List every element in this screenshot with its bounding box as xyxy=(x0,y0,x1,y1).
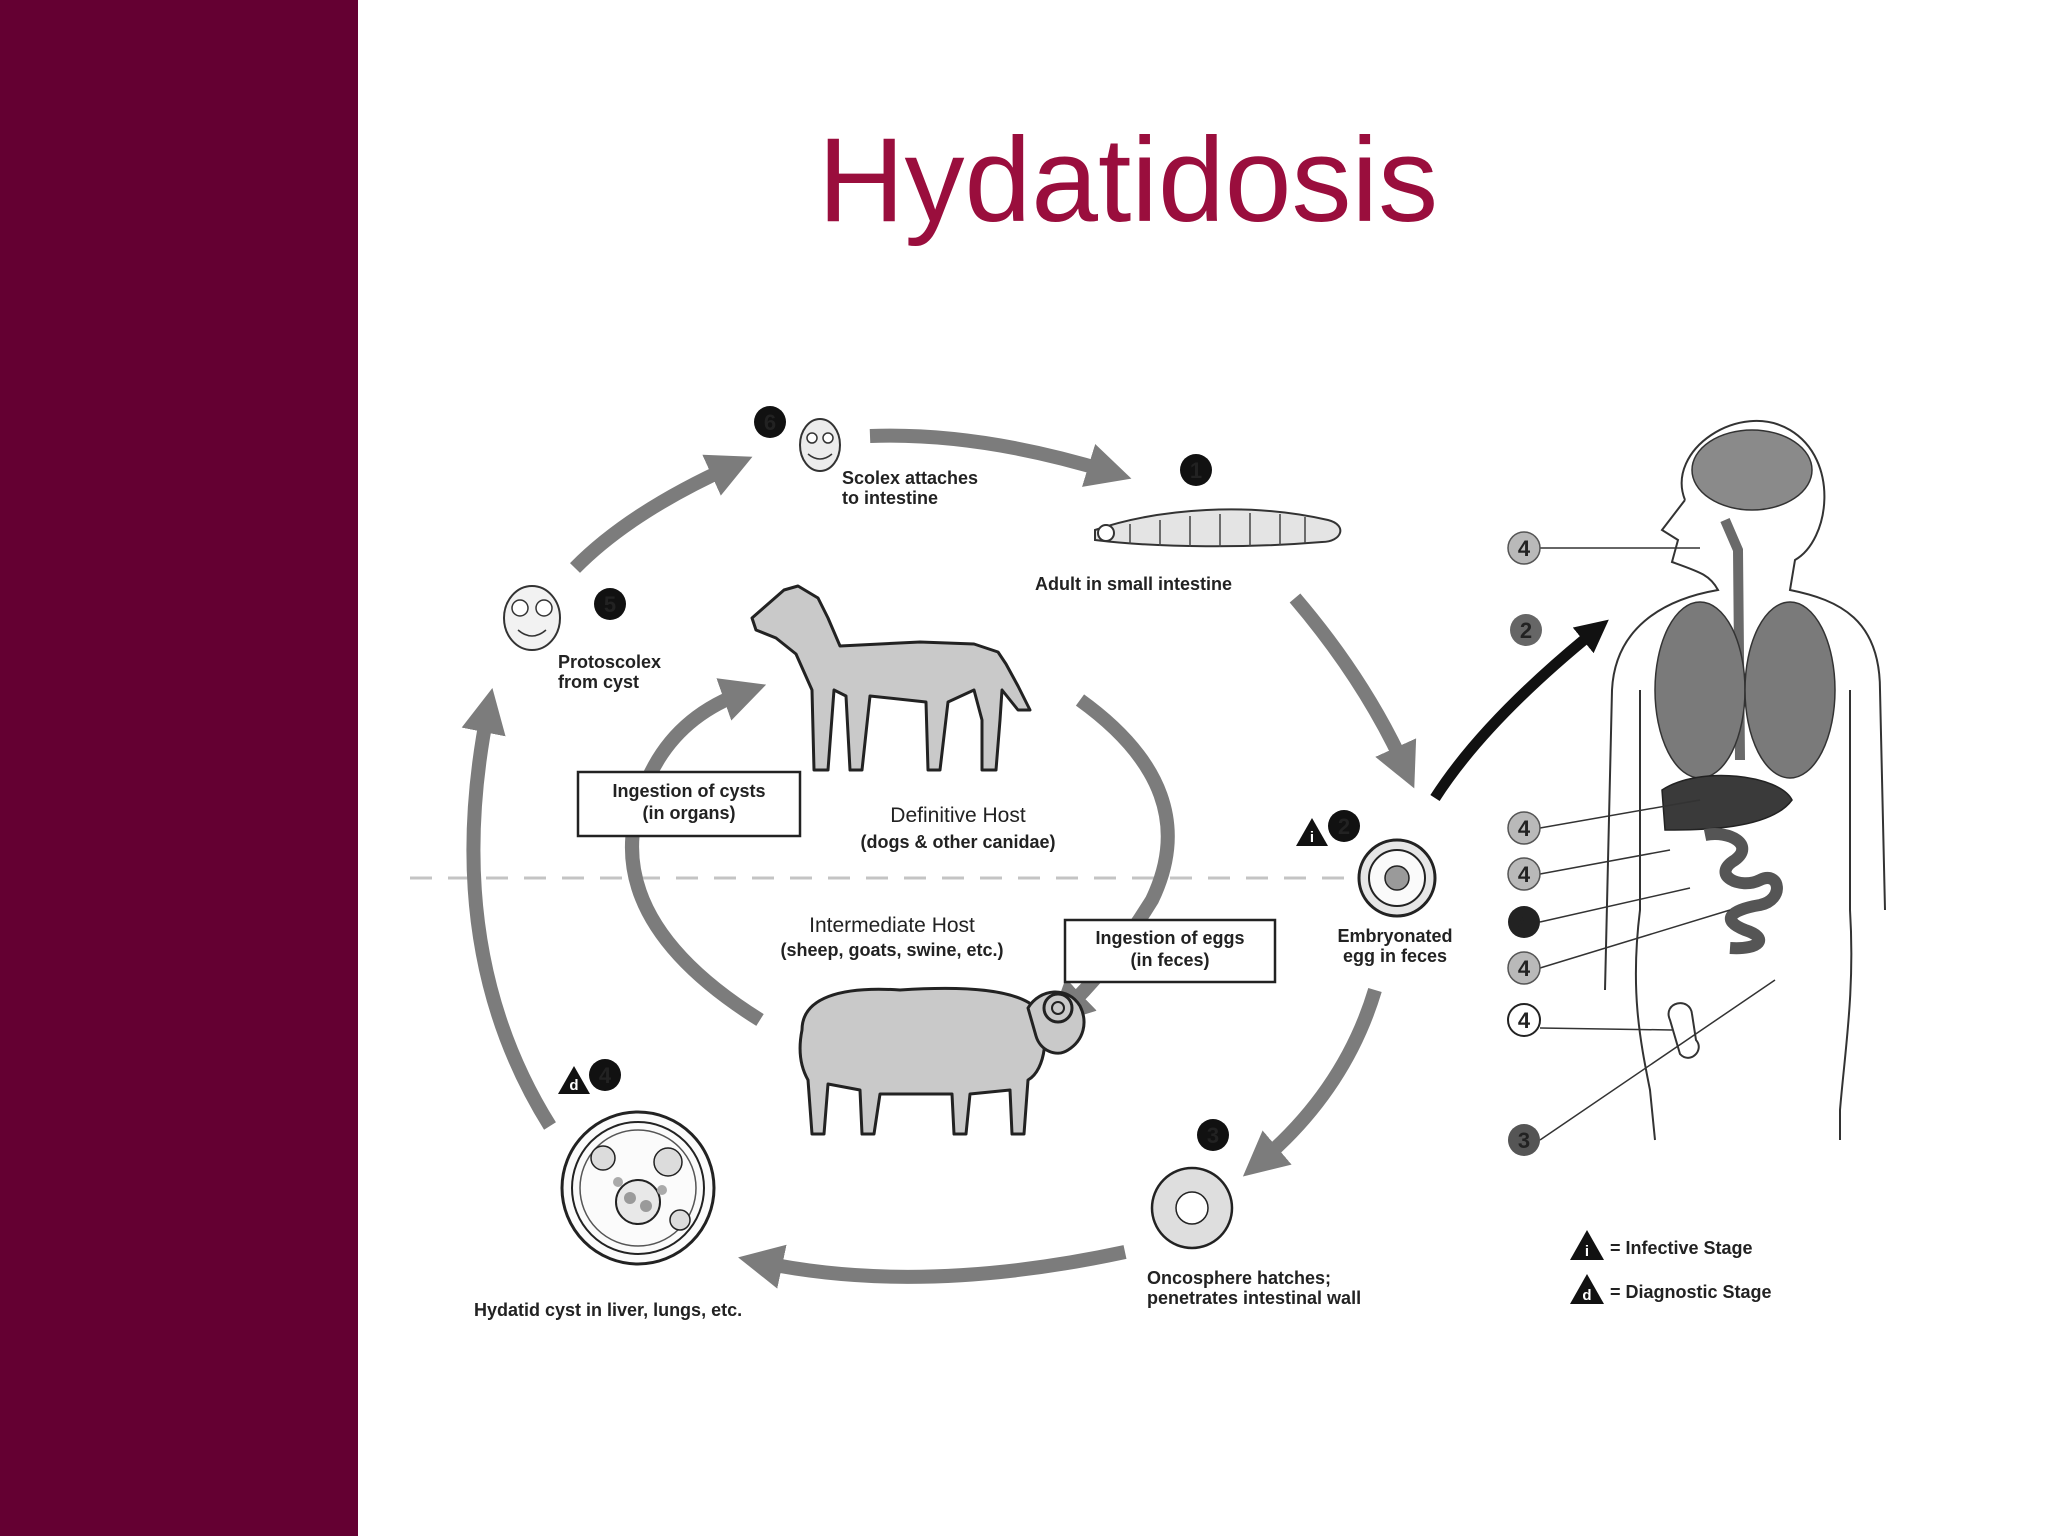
scolex-illustration xyxy=(799,418,841,472)
step-4-hydatid-cyst: d 4 Hydatid cyst in liver, lungs, etc. xyxy=(474,1059,742,1320)
organ-number-lung: 4 xyxy=(1507,811,1541,845)
sidebar-band xyxy=(0,0,358,1536)
svg-text:3: 3 xyxy=(1207,1123,1219,1148)
svg-text:i: i xyxy=(1310,829,1314,846)
dog-illustration xyxy=(750,584,1032,772)
human-outline xyxy=(1604,419,1886,1141)
liver xyxy=(1661,774,1793,831)
protoscolex-illustration xyxy=(503,585,561,651)
organ-number-brain: 4 xyxy=(1507,531,1541,565)
step-6-number-badge xyxy=(754,406,786,438)
svg-text:2: 2 xyxy=(1338,814,1350,839)
svg-text:i: i xyxy=(1585,1243,1589,1260)
svg-text:1: 1 xyxy=(1190,458,1202,483)
stage-legend: i = Infective Stage d = Diagnostic Stage xyxy=(1570,1230,1772,1304)
svg-text:Intermediate Host: Intermediate Host xyxy=(809,914,975,937)
svg-text:4: 4 xyxy=(1518,1008,1531,1033)
organ-number-bone: 4 xyxy=(1507,1003,1541,1037)
svg-text:(sheep, goats, swine, etc.): (sheep, goats, swine, etc.) xyxy=(780,940,1003,960)
organ-number-intestine: 4 xyxy=(1507,951,1541,985)
svg-text:Ingestion of eggs: Ingestion of eggs xyxy=(1095,928,1244,948)
step-4-number-badge xyxy=(589,1059,621,1091)
diagnostic-stage-marker xyxy=(558,1066,590,1094)
svg-text:4: 4 xyxy=(1518,956,1531,981)
svg-text:= Infective Stage: = Infective Stage xyxy=(1610,1238,1753,1258)
svg-text:= Diagnostic Stage: = Diagnostic Stage xyxy=(1610,1282,1772,1302)
organ-leader-lines xyxy=(1539,547,1776,1141)
step-6-scolex: 6 Scolex attaches to intestine xyxy=(754,406,978,508)
svg-text:Definitive Host: Definitive Host xyxy=(890,804,1026,827)
femur xyxy=(1667,1002,1700,1059)
slide-title: Hydatidosis xyxy=(817,113,1439,247)
svg-text:d: d xyxy=(569,1077,578,1094)
svg-text:d: d xyxy=(1582,1287,1591,1304)
human-step-3-badge: 3 xyxy=(1508,1124,1540,1156)
step-3-label-line1: Oncosphere hatches; xyxy=(1147,1268,1331,1288)
step-5-label-line2: from cyst xyxy=(558,672,639,692)
life-cycle-diagram: 6 Scolex attaches to intestine 1 Adult i… xyxy=(410,406,1886,1320)
intestines xyxy=(1703,828,1783,955)
arrow-sheep-to-dog xyxy=(625,678,767,1026)
adult-worm-illustration xyxy=(1094,508,1342,548)
step-2-number-badge xyxy=(1328,810,1360,842)
svg-text:4: 4 xyxy=(1518,910,1531,935)
svg-text:5: 5 xyxy=(604,592,616,617)
step-5-protoscolex: 5 Protoscolex from cyst xyxy=(503,585,661,692)
arrow-2-to-3 xyxy=(1242,987,1382,1177)
svg-text:2: 2 xyxy=(1520,618,1532,643)
step-3-label-line2: penetrates intestinal wall xyxy=(1147,1288,1361,1308)
step-2-label-line2: egg in feces xyxy=(1343,946,1447,966)
svg-text:3: 3 xyxy=(1518,1128,1530,1153)
step-3-oncosphere: 3 Oncosphere hatches; penetrates intesti… xyxy=(1147,1119,1361,1308)
step-4-label: Hydatid cyst in liver, lungs, etc. xyxy=(474,1300,742,1320)
svg-text:6: 6 xyxy=(764,410,776,435)
svg-text:(in feces): (in feces) xyxy=(1130,950,1209,970)
svg-text:Ingestion of cysts: Ingestion of cysts xyxy=(612,781,765,801)
step-5-number-badge xyxy=(594,588,626,620)
legend-infective: i = Infective Stage xyxy=(1570,1230,1753,1260)
step-1-label: Adult in small intestine xyxy=(1035,574,1232,594)
human-figure xyxy=(1604,419,1886,1141)
lung-right xyxy=(1744,601,1836,779)
arrow-6-to-1 xyxy=(869,428,1132,487)
legend-diagnostic: d = Diagnostic Stage xyxy=(1570,1274,1772,1304)
svg-text:4: 4 xyxy=(599,1063,612,1088)
svg-text:4: 4 xyxy=(1518,862,1531,887)
step-1-number-badge xyxy=(1180,454,1212,486)
step-3-number-badge xyxy=(1197,1119,1229,1151)
svg-text:4: 4 xyxy=(1518,816,1531,841)
lung-left xyxy=(1654,601,1746,779)
arrow-1-to-2 xyxy=(1289,593,1417,789)
svg-text:(dogs & other canidae): (dogs & other canidae) xyxy=(860,832,1055,852)
arrow-5-to-6 xyxy=(570,454,753,573)
organ-number-lung-2: 4 xyxy=(1507,857,1541,891)
intermediate-host-label: Intermediate Host (sheep, goats, swine, … xyxy=(780,914,1003,960)
step-6-label-line1: Scolex attaches xyxy=(842,468,978,488)
step-2-embryonated-egg: i 2 Embryonated egg in feces xyxy=(1296,810,1453,966)
infective-stage-marker xyxy=(1296,818,1328,846)
step-2-label-line1: Embryonated xyxy=(1337,926,1452,946)
svg-text:4: 4 xyxy=(1518,536,1531,561)
ingestion-of-eggs-box: Ingestion of eggs (in feces) xyxy=(1063,918,1277,984)
outer-cycle-arrows xyxy=(461,428,1417,1289)
organ-number-liver: 4 xyxy=(1508,906,1540,938)
definitive-host-label: Definitive Host (dogs & other canidae) xyxy=(860,804,1055,852)
ingestion-of-cysts-box: Ingestion of cysts (in organs) xyxy=(576,770,802,838)
arrow-4-to-5 xyxy=(461,688,556,1130)
step-5-label-line1: Protoscolex xyxy=(558,652,661,672)
sheep-illustration xyxy=(798,986,1086,1136)
step-6-label-line2: to intestine xyxy=(842,488,938,508)
svg-text:(in organs): (in organs) xyxy=(643,803,736,823)
human-step-2-badge: 2 xyxy=(1510,614,1542,646)
step-1-adult-worm: 1 Adult in small intestine xyxy=(1035,454,1342,594)
brain xyxy=(1691,429,1813,511)
arrow-3-to-4 xyxy=(738,1244,1127,1289)
arrow-egg-to-human xyxy=(1430,619,1609,801)
